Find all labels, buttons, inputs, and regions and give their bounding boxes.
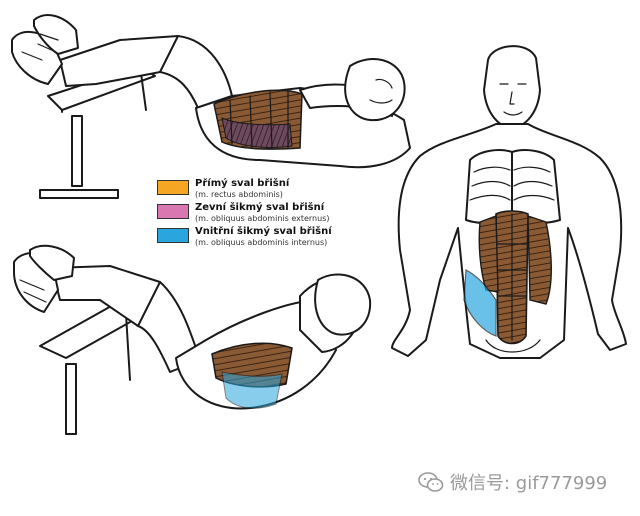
legend-swatch-rectus	[157, 180, 189, 195]
legend-item-internal-oblique: Vnitřní šikmý sval břišní (m. obliquus a…	[157, 226, 357, 248]
wechat-icon	[418, 472, 444, 492]
legend-latin-external-oblique: (m. obliquus abdominis externus)	[195, 214, 330, 223]
bottom-exercise-figure	[13, 244, 372, 435]
legend-name-rectus: Přímý sval břišní	[195, 178, 290, 189]
legend-latin-internal-oblique: (m. obliquus abdominis internus)	[195, 238, 328, 247]
top-exercise-figure	[11, 14, 411, 199]
legend-latin-rectus: (m. rectus abdominis)	[195, 190, 283, 199]
muscle-legend: Přímý sval břišní (m. rectus abdominis) …	[157, 178, 357, 250]
wechat-watermark: 微信号: gif777999	[418, 469, 607, 495]
front-anatomy-figure	[391, 45, 627, 359]
bottom-torso	[175, 273, 372, 410]
bottom-legs	[13, 244, 201, 373]
rib-cage	[465, 149, 561, 224]
legend-item-external-oblique: Zevní šikmý sval břišní (m. obliquus abd…	[157, 202, 357, 224]
watermark-text: 微信号: gif777999	[450, 473, 608, 494]
legend-item-rectus: Přímý sval břišní (m. rectus abdominis)	[157, 178, 357, 200]
front-head	[483, 45, 541, 129]
top-torso	[195, 58, 411, 169]
top-bench	[39, 65, 156, 199]
legend-name-internal-oblique: Vnitřní šikmý sval břišní	[195, 226, 332, 237]
right-external-oblique	[527, 215, 552, 305]
legend-name-external-oblique: Zevní šikmý sval břišní	[195, 202, 325, 213]
left-internal-oblique	[463, 269, 497, 337]
legend-swatch-internal-oblique	[157, 228, 189, 243]
legend-swatch-external-oblique	[157, 204, 189, 219]
top-legs	[11, 14, 233, 109]
left-external-oblique	[478, 214, 499, 293]
